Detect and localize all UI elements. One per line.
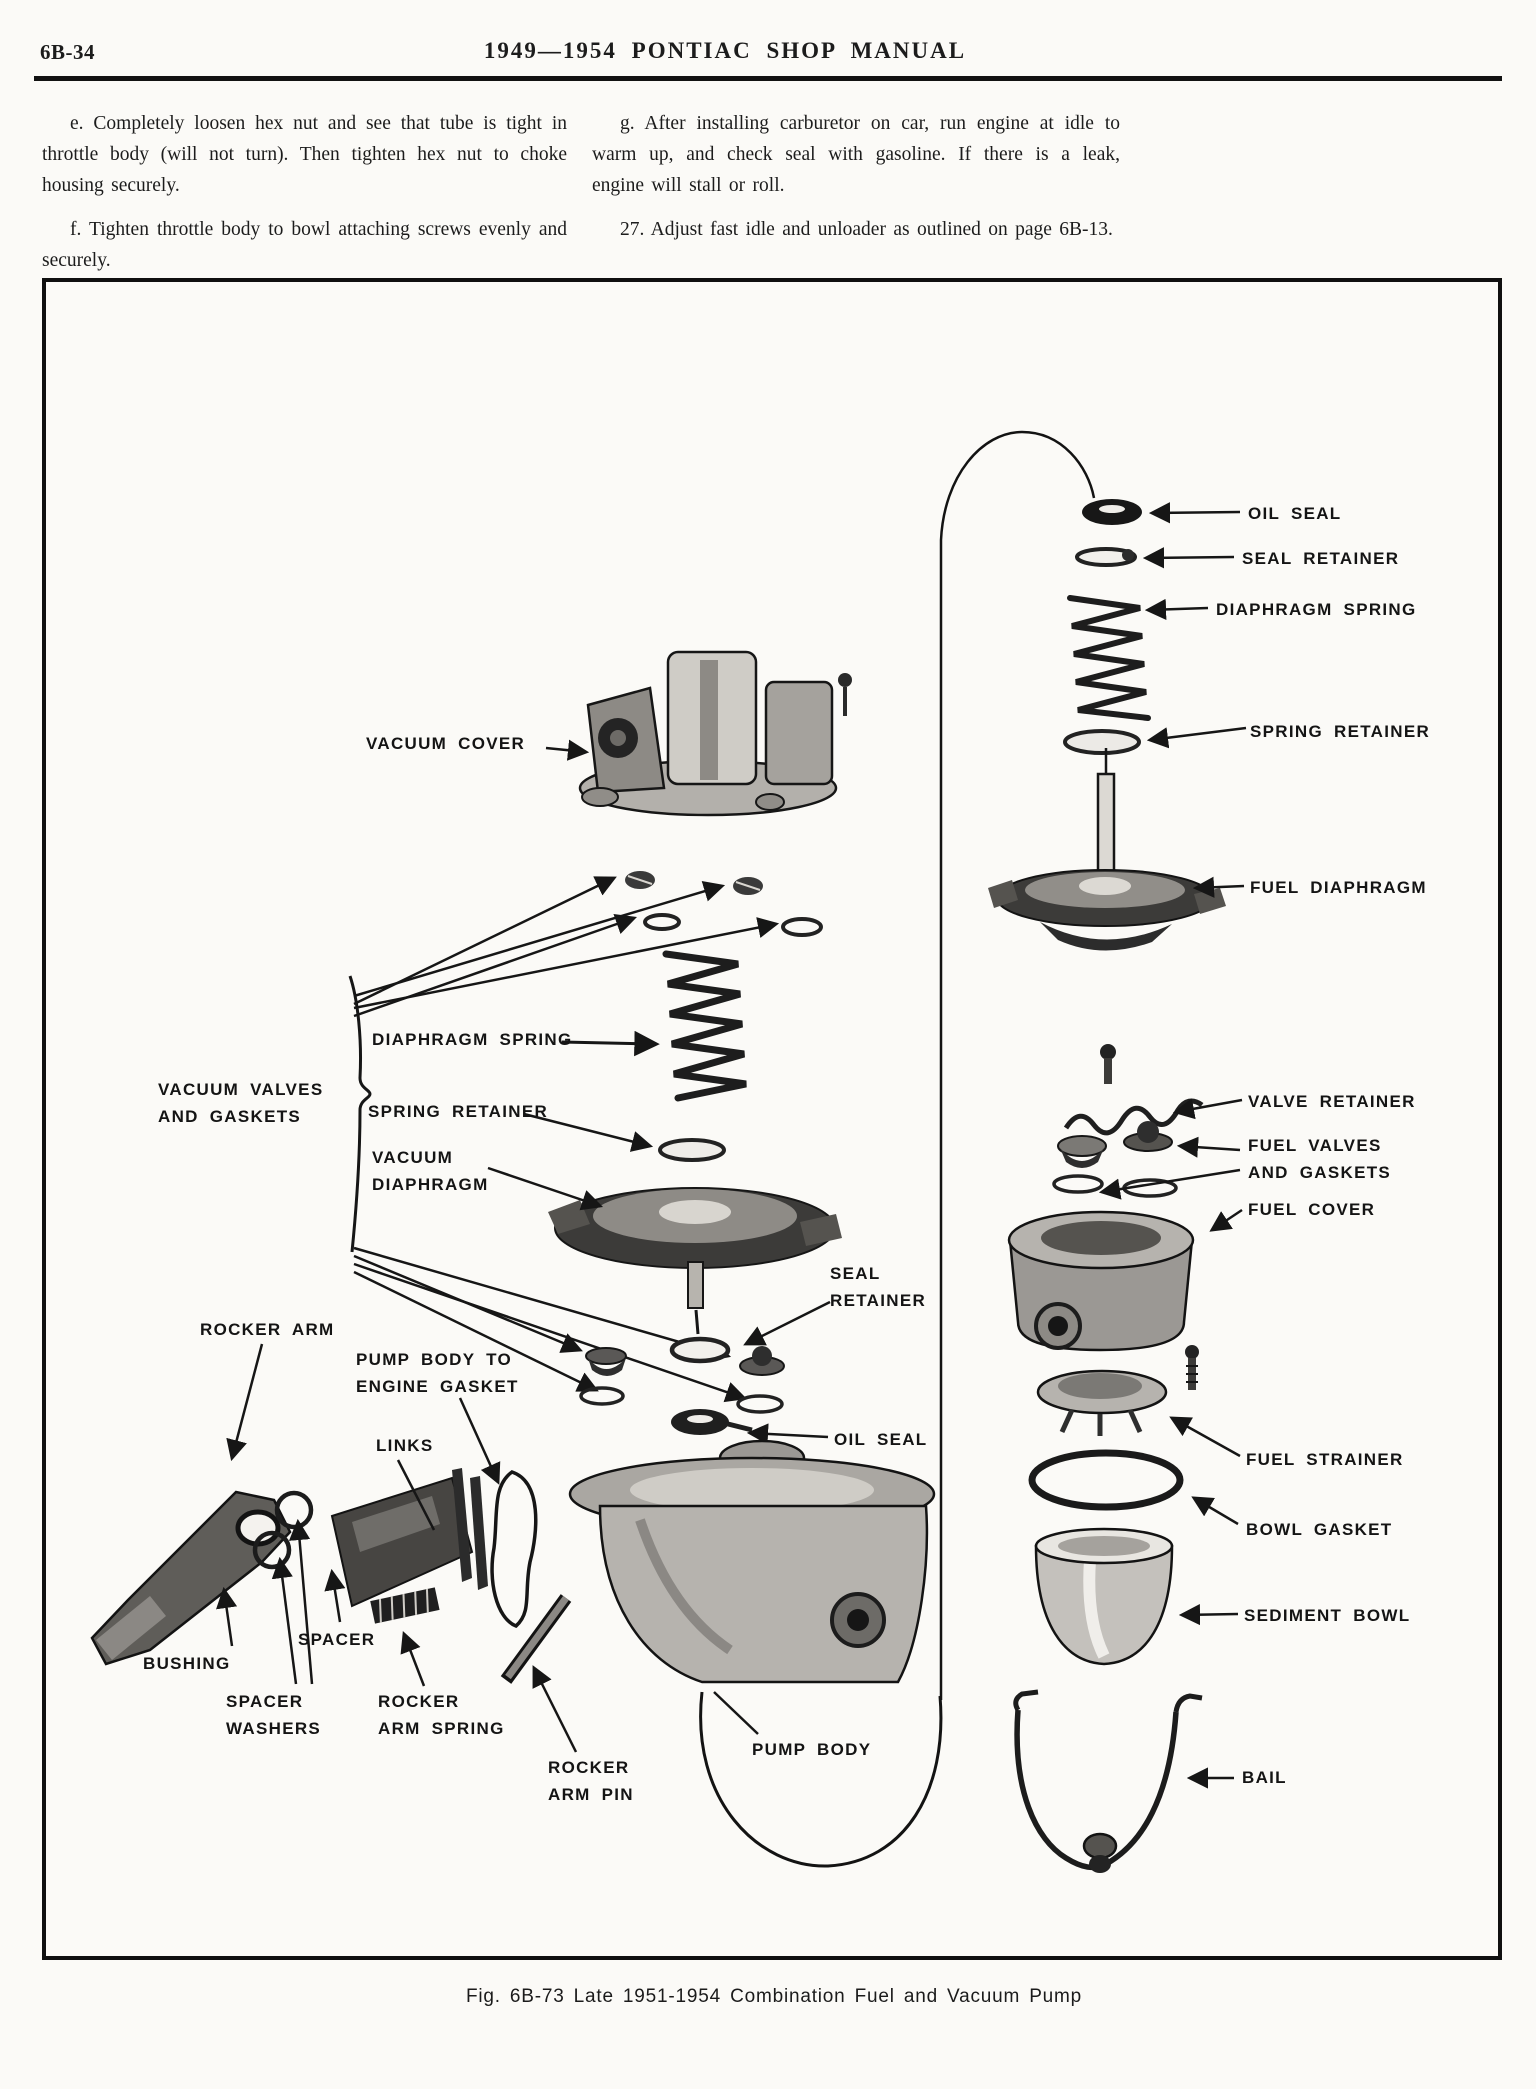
label-vacuum-cover: VACUUM COVER: [366, 734, 526, 753]
text-column-left: e. Completely loosen hex nut and see tha…: [42, 108, 567, 289]
label-fuel-cover: FUEL COVER: [1248, 1200, 1376, 1219]
paragraph-g: g. After installing carburetor on car, r…: [592, 113, 1120, 196]
figure-caption: Fig. 6B-73 Late 1951-1954 Combination Fu…: [465, 1986, 1083, 2007]
page-title: 1949—1954 PONTIAC SHOP MANUAL: [483, 38, 967, 63]
label-pump-body: PUMP BODY: [752, 1740, 872, 1759]
paragraph-f: f. Tighten throttle body to bowl attachi…: [42, 219, 567, 271]
label-rocker-arm-spring: ROCKER ARM SPRING: [378, 1692, 505, 1738]
label-bail: BAIL: [1242, 1768, 1287, 1787]
page-number: 6B-34: [40, 40, 95, 64]
paragraph-27: 27. Adjust fast idle and unloader as out…: [620, 219, 1113, 240]
label-rocker-arm: ROCKER ARM: [200, 1320, 335, 1339]
label-valve-retainer: VALVE RETAINER: [1248, 1092, 1416, 1111]
header-rule: [34, 76, 1502, 81]
label-vacuum-diaphragm: VACUUM DIAPHRAGM: [372, 1148, 489, 1194]
text-column-right: g. After installing carburetor on car, r…: [592, 108, 1120, 258]
label-vacuum-valves-and-gaskets: VACUUM VALVES AND GASKETS: [158, 1080, 324, 1126]
label-fuel-valves-and-gaskets: FUEL VALVES AND GASKETS: [1248, 1136, 1392, 1182]
label-seal-retainer-center: SEAL RETAINER: [830, 1264, 927, 1310]
label-oil-seal-right: OIL SEAL: [1248, 504, 1342, 523]
paragraph-e: e. Completely loosen hex nut and see tha…: [42, 113, 567, 196]
label-pump-body-to-engine-gasket: PUMP BODY TO ENGINE GASKET: [356, 1350, 519, 1396]
label-links: LINKS: [376, 1436, 434, 1455]
label-spacer-washers: SPACER WASHERS: [226, 1692, 322, 1738]
label-rocker-arm-pin: ROCKER ARM PIN: [548, 1758, 634, 1804]
label-fuel-diaphragm: FUEL DIAPHRAGM: [1250, 878, 1427, 897]
label-bushing: BUSHING: [143, 1654, 231, 1673]
label-seal-retainer-right: SEAL RETAINER: [1242, 549, 1400, 568]
label-bowl-gasket: BOWL GASKET: [1246, 1520, 1393, 1539]
label-diaphragm-spring-left: DIAPHRAGM SPRING: [372, 1030, 573, 1049]
label-fuel-strainer: FUEL STRAINER: [1246, 1450, 1404, 1469]
label-diaphragm-spring-right: DIAPHRAGM SPRING: [1216, 600, 1417, 619]
label-spacer: SPACER: [298, 1630, 376, 1649]
label-spring-retainer-left: SPRING RETAINER: [368, 1102, 549, 1121]
label-oil-seal-center: OIL SEAL: [834, 1430, 928, 1449]
label-spring-retainer-right: SPRING RETAINER: [1250, 722, 1431, 741]
label-sediment-bowl: SEDIMENT BOWL: [1244, 1606, 1411, 1625]
